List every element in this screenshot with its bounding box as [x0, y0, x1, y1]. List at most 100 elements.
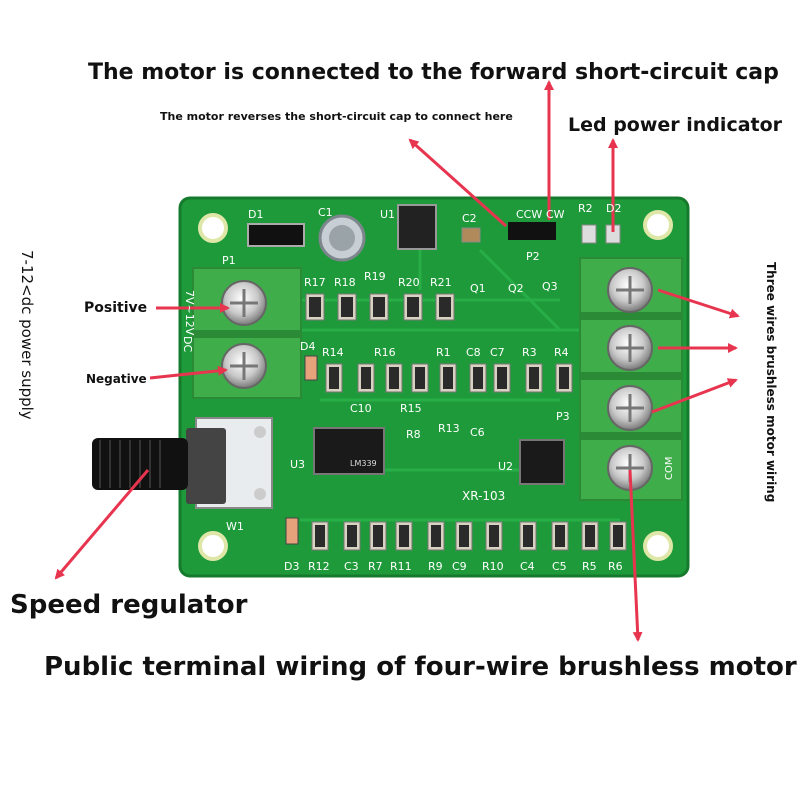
smd-row-top	[305, 293, 455, 321]
component-label-r19: R19	[364, 270, 386, 283]
component-label-r4: R4	[554, 346, 569, 359]
component-label-r11: R11	[390, 560, 412, 573]
component-label-u1: U1	[380, 208, 395, 221]
component-label-r7: R7	[368, 560, 383, 573]
smd-row2-body-0	[329, 367, 339, 389]
smd-row2-body-1	[361, 367, 371, 389]
arrow-reverse-cap	[408, 138, 508, 228]
mounting-hole-top-left	[198, 213, 228, 243]
smd-row1-body-2	[373, 297, 385, 317]
capacitor-c1	[318, 214, 366, 262]
component-label-r21: R21	[430, 276, 452, 289]
component-label-r1: R1	[436, 346, 451, 359]
arrow-wire-1	[657, 288, 740, 319]
component-label-c2: C2	[462, 212, 477, 225]
component-label-u3: U3	[290, 458, 305, 471]
cw-text: CW	[546, 208, 565, 221]
component-label-r13: R13	[438, 422, 460, 435]
component-label-c10: C10	[350, 402, 372, 415]
ic-u3	[313, 427, 385, 475]
component-label-c4: C4	[520, 560, 535, 573]
smd-row-middle	[325, 363, 573, 393]
mounting-hole-bottom-left	[198, 531, 228, 561]
smd-row2-body-7	[529, 367, 539, 389]
component-label-r12: R12	[308, 560, 330, 573]
smd-row3-body-3	[399, 525, 409, 547]
component-label-c1: C1	[318, 206, 333, 219]
component-label-p3: P3	[556, 410, 570, 423]
smd-row1-body-1	[341, 297, 353, 317]
ic-u2	[519, 439, 565, 485]
smd-row3-body-7	[523, 525, 533, 547]
jumper-p2	[508, 222, 556, 240]
component-label-r9: R9	[428, 560, 443, 573]
label-power-supply: 7-12<dc power supply	[18, 250, 36, 420]
smd-row2-body-4	[443, 367, 453, 389]
smd-row3-body-10	[613, 525, 623, 547]
smd-row3-body-5	[459, 525, 469, 547]
ccw-text: CCW	[516, 208, 542, 221]
label-public-terminal: Public terminal wiring of four-wire brus…	[44, 652, 797, 682]
component-label-c6: C6	[470, 426, 485, 439]
component-label-r3: R3	[522, 346, 537, 359]
smd-row3-body-2	[373, 525, 383, 547]
voltage-text: 7V~12V	[183, 290, 196, 336]
component-label-r20: R20	[398, 276, 420, 289]
component-label-w1: W1	[226, 520, 244, 533]
dc-text: DC	[181, 336, 194, 352]
smd-row1-body-3	[407, 297, 419, 317]
component-label-p2: P2	[526, 250, 540, 263]
component-label-c5: C5	[552, 560, 567, 573]
label-speed-regulator: Speed regulator	[10, 590, 248, 620]
motor-terminal-p3	[579, 257, 683, 501]
component-label-c3: C3	[344, 560, 359, 573]
label-led-indicator: Led power indicator	[568, 114, 783, 136]
regulator-u1	[397, 204, 437, 250]
mounting-hole-top-right	[643, 210, 673, 240]
component-label-r14: R14	[322, 346, 344, 359]
component-label-r8: R8	[406, 428, 421, 441]
smd-row3-body-1	[347, 525, 357, 547]
arrows	[54, 80, 740, 642]
label-reverse-cap: The motor reverses the short-circuit cap…	[160, 110, 513, 123]
power-terminal-p1	[192, 267, 302, 399]
label-positive: Positive	[84, 300, 148, 316]
diode-d4	[304, 355, 318, 381]
component-label-c9: C9	[452, 560, 467, 573]
resistor-r2	[581, 224, 597, 244]
smd-row2-body-2	[389, 367, 399, 389]
component-label-r6: R6	[608, 560, 623, 573]
arrow-speed-regulator	[54, 469, 150, 580]
component-label-p1: P1	[222, 254, 236, 267]
smd-row3-body-9	[585, 525, 595, 547]
smd-row1-body-0	[309, 297, 321, 317]
component-label-d3: D3	[284, 560, 299, 573]
diode-d1	[247, 223, 305, 247]
component-label-r16: R16	[374, 346, 396, 359]
arrow-wire-3	[651, 378, 738, 414]
smd-row-bottom	[311, 521, 627, 551]
component-label-r18: R18	[334, 276, 356, 289]
smd-row2-body-5	[473, 367, 483, 389]
component-label-r5: R5	[582, 560, 597, 573]
component-label-c8: C8	[466, 346, 481, 359]
component-label-d1: D1	[248, 208, 263, 221]
component-label-r17: R17	[304, 276, 326, 289]
label-forward-cap: The motor is connected to the forward sh…	[88, 60, 779, 85]
smd-row2-body-3	[415, 367, 425, 389]
chip-u3-text: LM339	[350, 459, 377, 468]
silkscreen: XR-103 CCW CW LM339 7V~12V DC COM	[181, 208, 675, 503]
component-label-q3: Q3	[542, 280, 558, 293]
com-text: COM	[664, 457, 675, 480]
label-three-wire: Three wires brushless motor wiring	[764, 262, 778, 503]
smd-row3-body-6	[489, 525, 499, 547]
label-negative: Negative	[86, 372, 147, 386]
capacitor-c2	[461, 227, 481, 243]
component-label-q1: Q1	[470, 282, 486, 295]
component-label-r2: R2	[578, 202, 593, 215]
component-label-u2: U2	[498, 460, 513, 473]
smd-row1-body-4	[439, 297, 451, 317]
arrow-negative	[149, 365, 228, 380]
smd-row3-body-8	[555, 525, 565, 547]
